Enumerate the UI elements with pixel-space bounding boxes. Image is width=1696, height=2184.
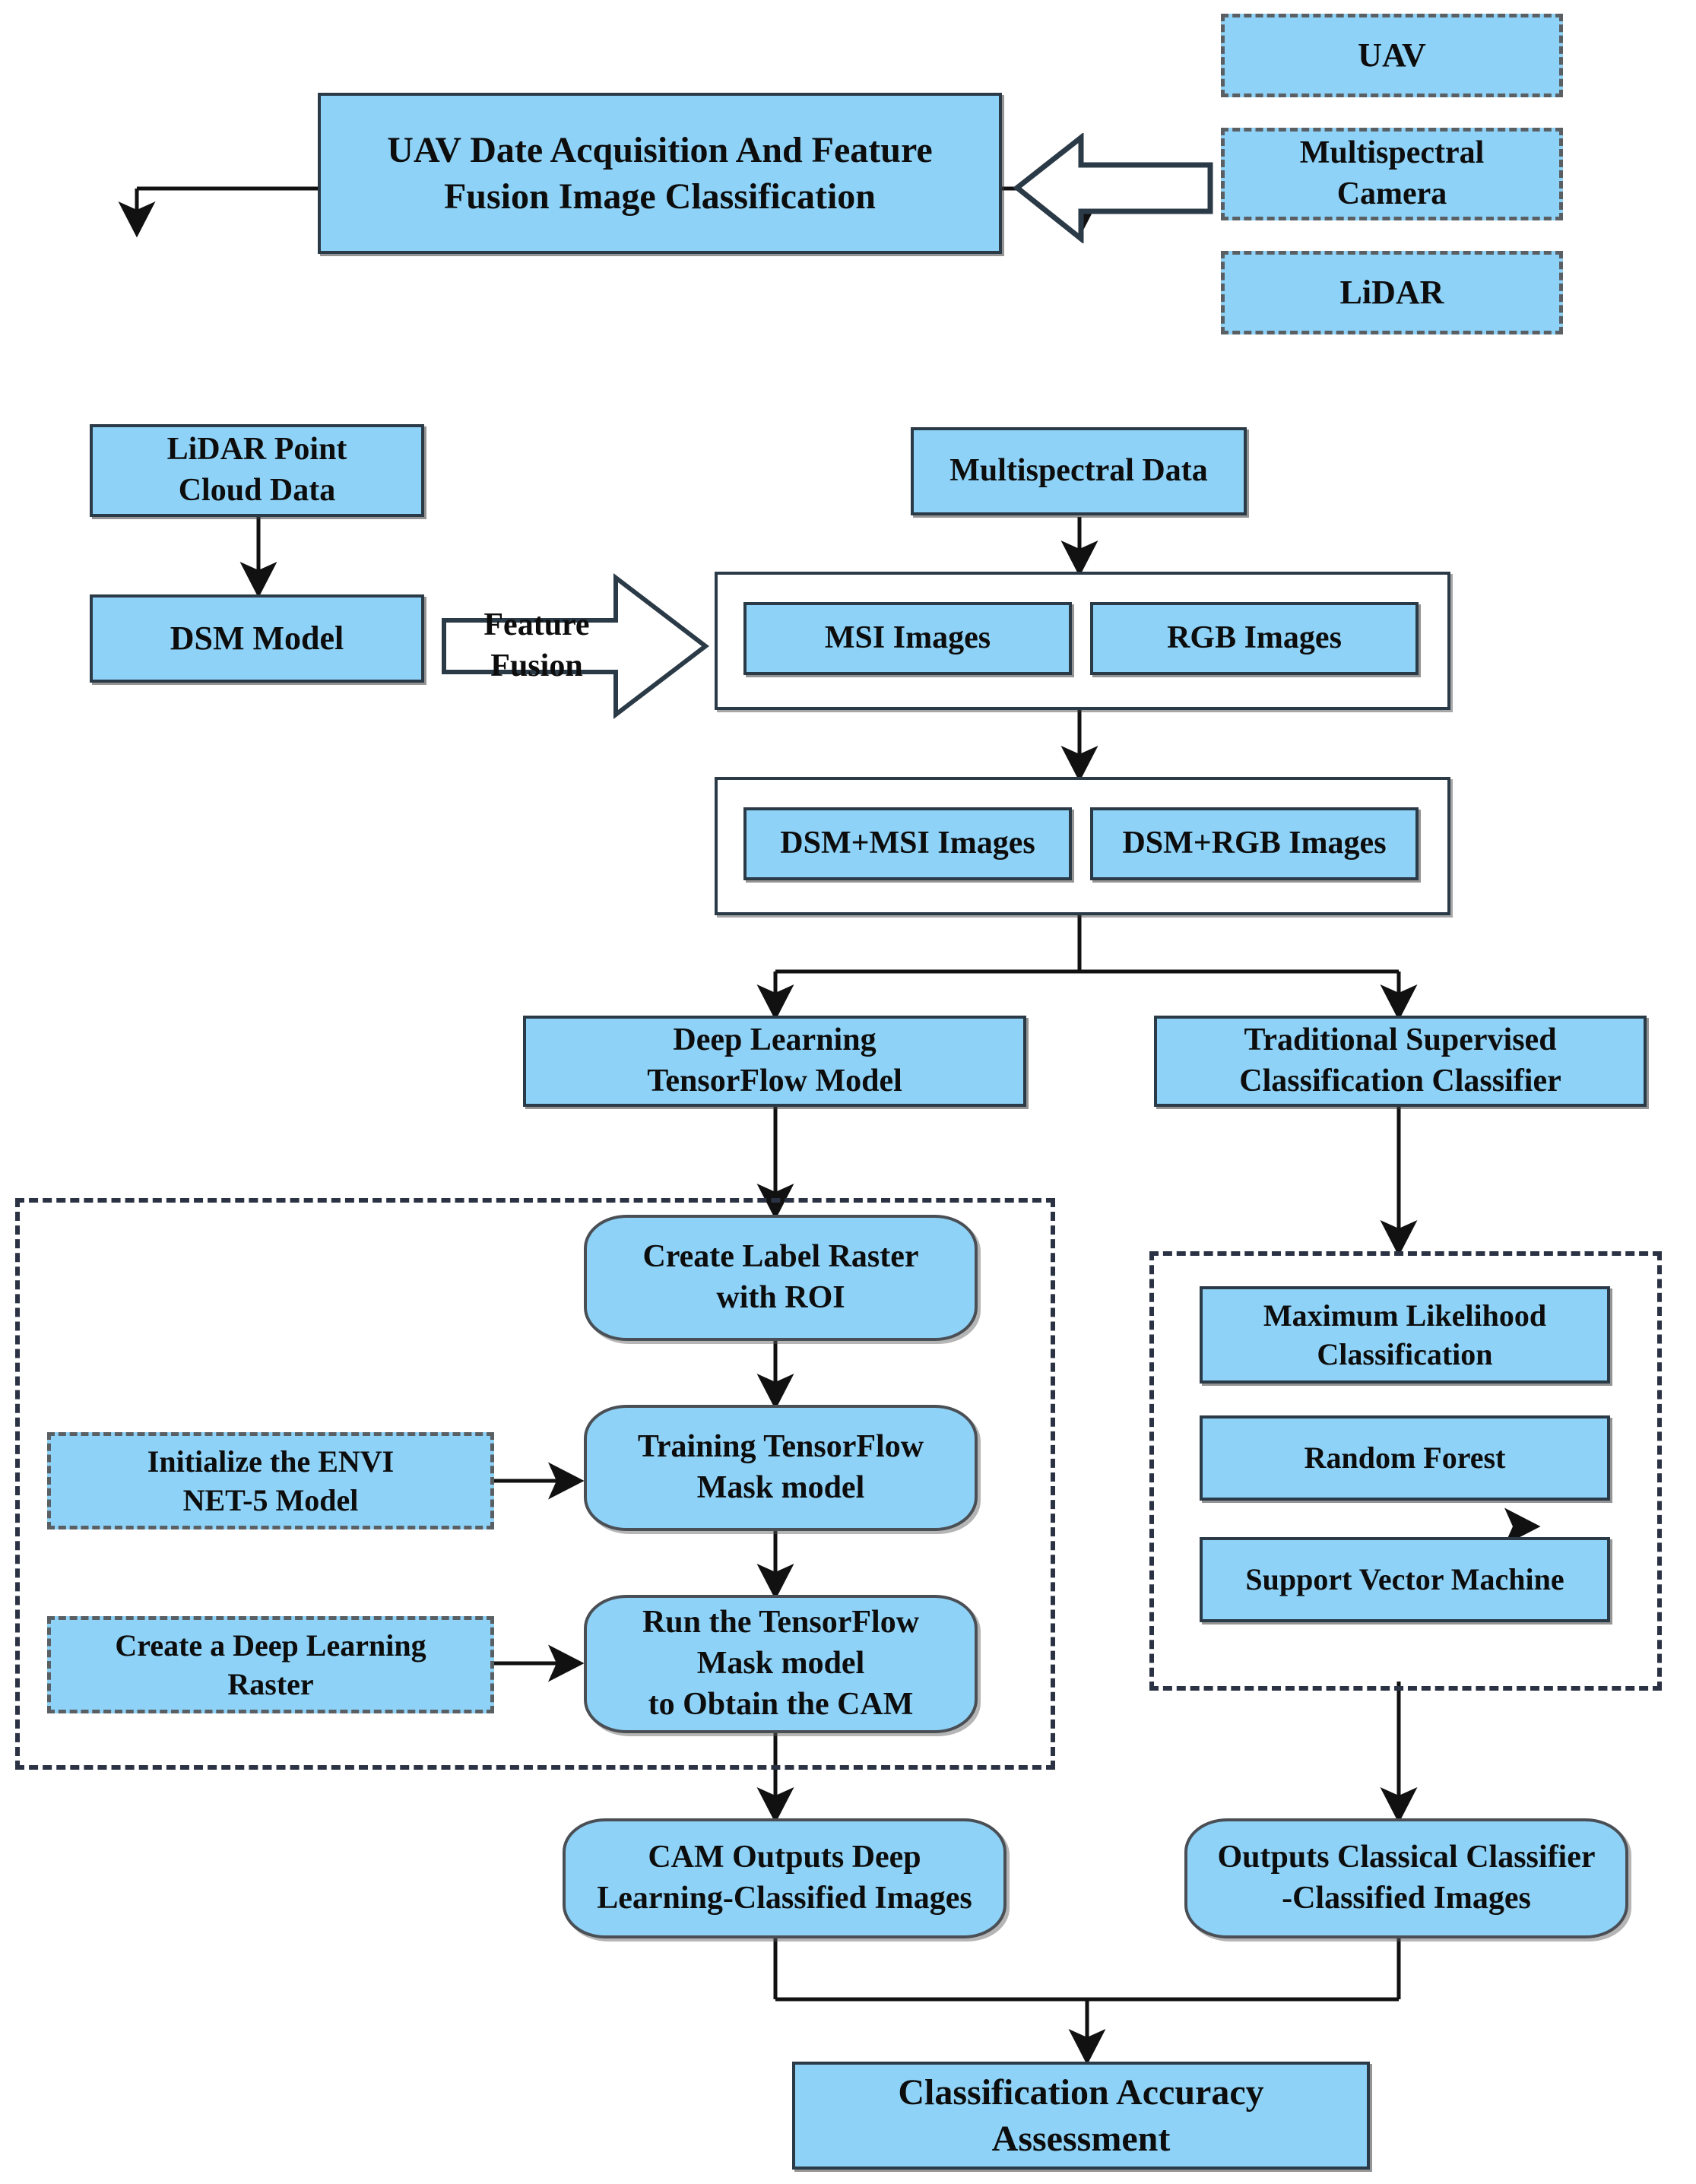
dsm-msi-images-box: DSM+MSI Images bbox=[743, 807, 1072, 880]
feature-fusion-block-arrow bbox=[442, 572, 709, 720]
sensor-box-uav: UAV bbox=[1221, 14, 1563, 97]
accuracy-assessment-box: Classification Accuracy Assessment bbox=[792, 2062, 1370, 2170]
feature-fusion-label: Feature Fusion bbox=[483, 607, 590, 683]
initialize-envi-box: Initialize the ENVI NET-5 Model bbox=[47, 1432, 494, 1529]
deep-learning-workflow-region bbox=[15, 1198, 1055, 1770]
maximum-likelihood-box: Maximum Likelihood Classification bbox=[1200, 1286, 1610, 1384]
rgb-images-box: RGB Images bbox=[1090, 602, 1419, 675]
training-mask-model-box: Training TensorFlow Mask model bbox=[584, 1405, 978, 1531]
title-box: UAV Date Acquisition And Feature Fusion … bbox=[318, 93, 1002, 254]
sensor-box-multispectral-camera: Multispectral Camera bbox=[1221, 128, 1563, 220]
msi-images-box: MSI Images bbox=[743, 602, 1072, 675]
create-dl-raster-box: Create a Deep Learning Raster bbox=[47, 1616, 494, 1713]
sensor-input-block-arrow bbox=[1013, 133, 1213, 243]
run-mask-model-box: Run the TensorFlow Mask model to Obtain … bbox=[584, 1595, 978, 1733]
cam-outputs-box: CAM Outputs Deep Learning-Classified Ima… bbox=[563, 1818, 1007, 1938]
classical-outputs-box: Outputs Classical Classifier -Classified… bbox=[1184, 1818, 1628, 1938]
multispectral-data-box: Multispectral Data bbox=[911, 427, 1247, 515]
classical-classifier-region bbox=[1149, 1251, 1662, 1691]
support-vector-machine-box: Support Vector Machine bbox=[1200, 1537, 1610, 1622]
dsm-rgb-images-box: DSM+RGB Images bbox=[1090, 807, 1419, 880]
deep-learning-model-box: Deep Learning TensorFlow Model bbox=[523, 1016, 1026, 1107]
create-label-raster-box: Create Label Raster with ROI bbox=[584, 1215, 978, 1341]
dsm-model-box: DSM Model bbox=[90, 594, 424, 683]
traditional-classifier-box: Traditional Supervised Classification Cl… bbox=[1154, 1016, 1647, 1107]
sensor-box-lidar: LiDAR bbox=[1221, 251, 1563, 334]
random-forest-box: Random Forest bbox=[1200, 1415, 1610, 1501]
lidar-point-cloud-box: LiDAR Point Cloud Data bbox=[90, 424, 424, 517]
